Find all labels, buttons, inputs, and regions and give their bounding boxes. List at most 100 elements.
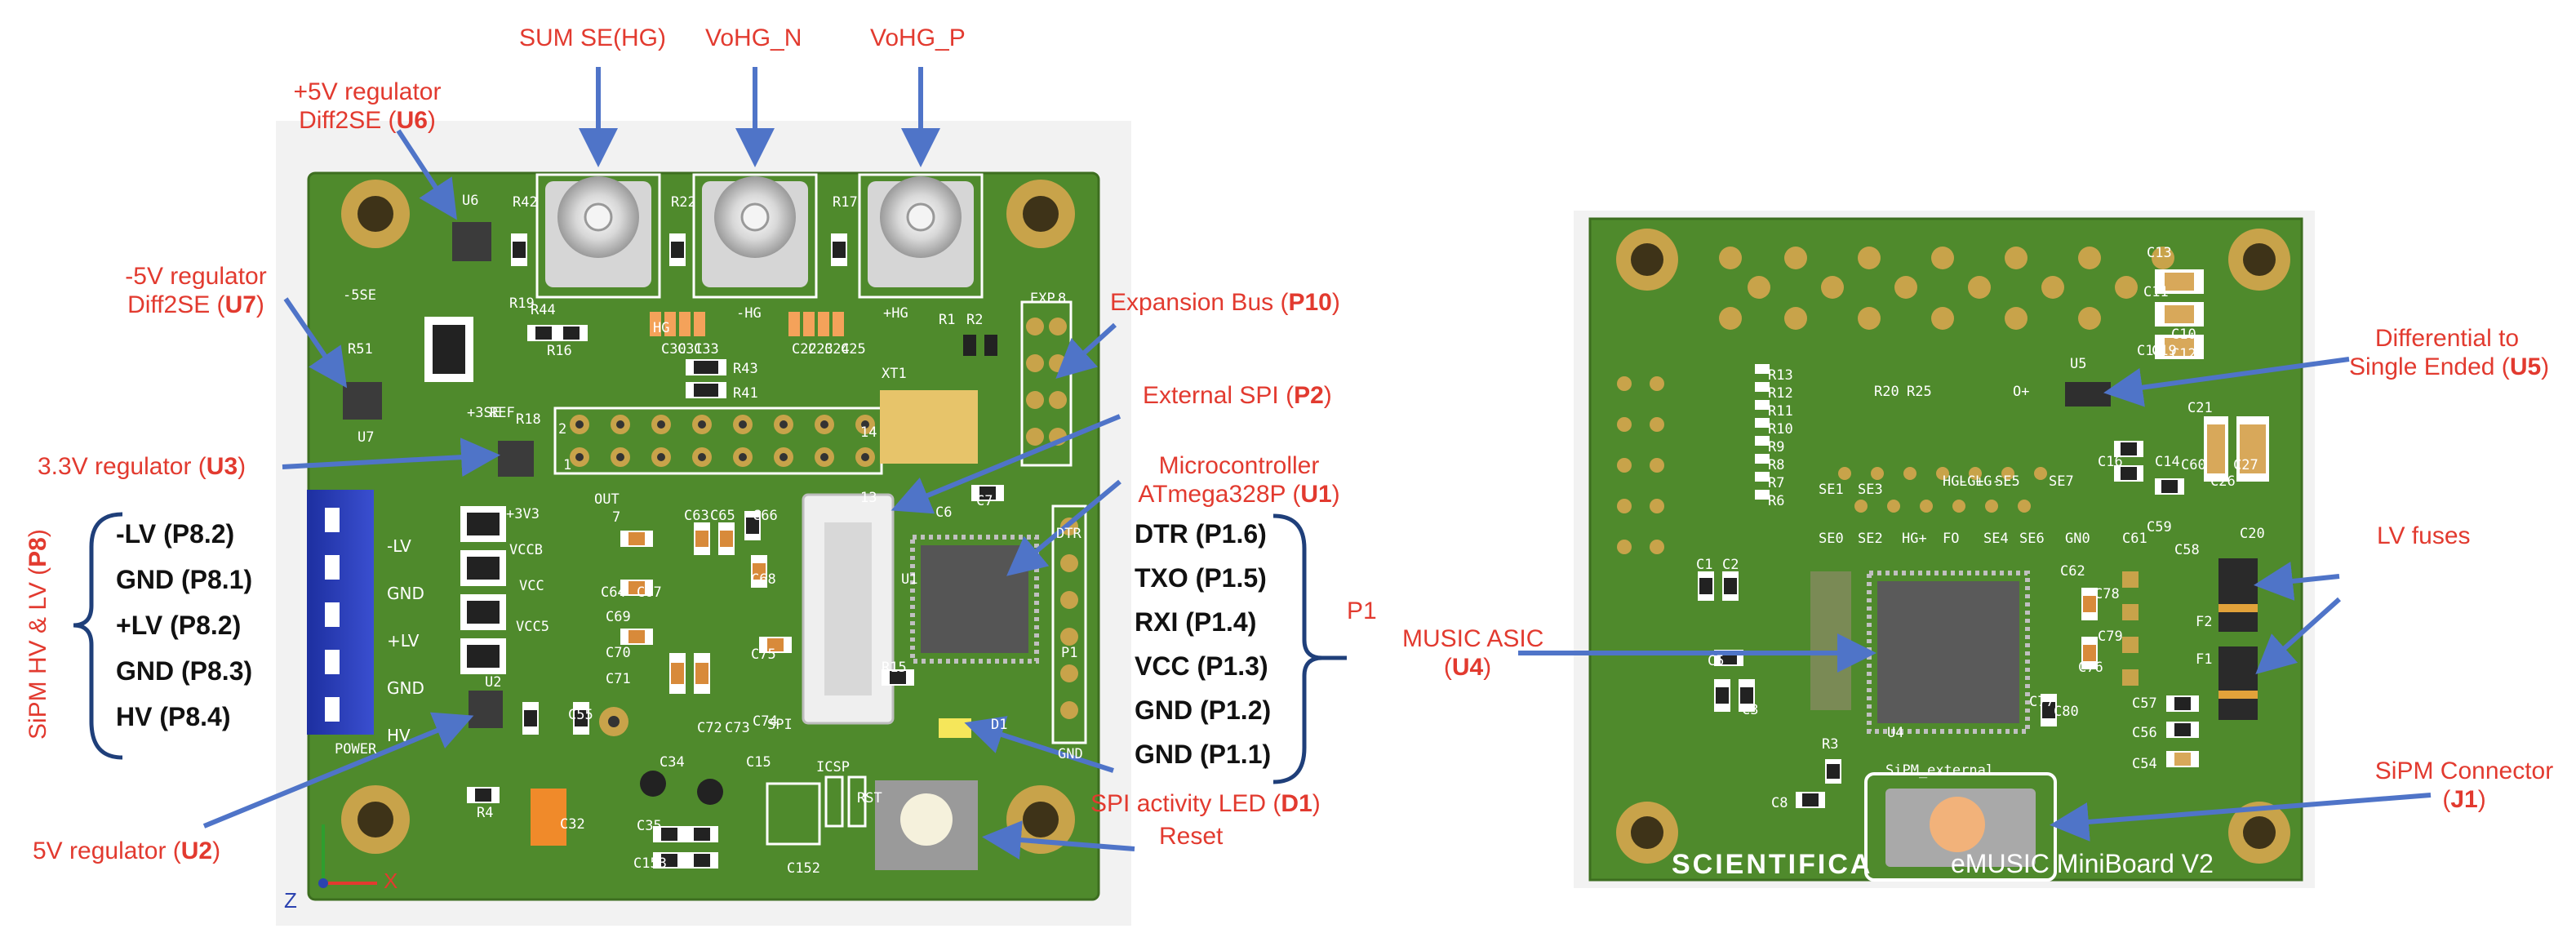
- silk-ref: 14: [860, 424, 877, 441]
- sipm-connector: [1864, 772, 2057, 882]
- silk-ref: R17: [833, 194, 858, 211]
- callout-p8-ref: P8: [24, 537, 51, 567]
- silk-ref: R8: [1768, 457, 1785, 473]
- silk-ref: SE3: [1858, 482, 1883, 498]
- callout-u6-ref: U6: [396, 106, 428, 134]
- silk-ref: +3SE: [467, 405, 500, 421]
- silk-ref: SE1: [1819, 482, 1844, 498]
- callout-u3: 3.3V regulator (U3): [38, 453, 246, 482]
- p1-pin: GND (P1.1): [1135, 740, 1272, 769]
- silk-ref: C54: [2132, 756, 2157, 772]
- silk-ref: C19: [2152, 343, 2177, 359]
- silk-ref: R18: [516, 411, 541, 428]
- callout-p2-ref: P2: [1294, 382, 1324, 409]
- silk-ref: -HG: [736, 305, 762, 322]
- callout-u3-ref: U3: [206, 453, 238, 480]
- silk-ref: C27: [2233, 457, 2258, 473]
- callout-close: ): [1483, 653, 1492, 681]
- callout-d1-text: SPI activity LED (: [1090, 790, 1281, 817]
- silk-ref: C62: [2060, 563, 2085, 580]
- callout-p2-text: External SPI (: [1143, 382, 1295, 409]
- silk-ref: SiPM_external: [1885, 762, 1995, 779]
- power-connector-labels: -LV GND +LV GND HV: [387, 522, 424, 759]
- silk-ref: C16: [2098, 454, 2123, 470]
- silk-ref: C30: [661, 341, 686, 358]
- callout-u1-line1: Microcontroller: [1158, 452, 1320, 479]
- silk-ref: R7: [1768, 475, 1785, 491]
- silk-ref: 8: [1058, 291, 1067, 307]
- callout-close: ): [255, 291, 264, 318]
- callout-close: ): [1331, 289, 1340, 316]
- axis-x-label: X: [384, 869, 398, 893]
- silk-ref: C79: [2098, 629, 2123, 645]
- silk-ref: C70: [606, 645, 631, 661]
- silk-ref: C6: [935, 504, 953, 521]
- silk-ref: U2: [485, 674, 502, 691]
- power-connector-label: +LV: [387, 631, 420, 651]
- silk-ref: C15: [746, 754, 771, 771]
- callout-lv-fuses: LV fuses: [2377, 522, 2471, 549]
- silk-ref: C152: [787, 860, 820, 877]
- silk-ref: C11: [2143, 284, 2169, 300]
- power-connector: [307, 490, 374, 735]
- microcontroller-chip: [910, 535, 1039, 664]
- silk-ref: C13: [2147, 245, 2172, 261]
- silk-ref: OUT: [594, 491, 620, 508]
- p8-pin: GND (P8.3): [116, 656, 253, 686]
- callout-u7: -5V regulator Diff2SE (U7): [114, 263, 278, 319]
- callout-arrows: [202, 67, 2432, 860]
- silk-ref: R6: [1768, 493, 1785, 509]
- silk-ref: VCC: [519, 578, 544, 594]
- silk-ref: GND: [1058, 746, 1083, 762]
- callout-u1-ref: U1: [1300, 480, 1332, 508]
- callout-reset: Reset: [1159, 823, 1224, 850]
- silk-ref: C24: [824, 341, 850, 358]
- silk-ref: REF: [490, 405, 515, 421]
- silk-ref: 2: [558, 421, 567, 438]
- callout-u3-text: 3.3V regulator (: [38, 453, 207, 480]
- sma-connector: [535, 173, 984, 299]
- silk-ref: C80: [2054, 704, 2079, 720]
- callout-u5: Differential to Single Ended (U5): [2349, 325, 2549, 381]
- mounting-hole: [1616, 229, 2290, 864]
- p1-pin: VCC (P1.3): [1135, 651, 1268, 681]
- p8-pin-list: -LV (P8.2) GND (P8.1) +LV (P8.2) GND (P8…: [116, 519, 252, 748]
- silk-ref: C32: [560, 816, 585, 833]
- callout-j1-line1: SiPM Connector: [2374, 758, 2554, 784]
- callout-close: ): [24, 529, 51, 538]
- callout-close: ): [2541, 353, 2550, 380]
- p8-pin: GND (P8.1): [116, 565, 253, 594]
- silk-ref: C64: [601, 584, 626, 601]
- callout-u5-line1: Differential to: [2374, 325, 2520, 352]
- axis-z-label: Z: [284, 888, 297, 913]
- silk-ref: O+: [2013, 384, 2030, 400]
- callout-u4-line2: (: [1443, 653, 1452, 681]
- silk-ref: R9: [1768, 439, 1785, 455]
- silk-ref: C77: [2029, 694, 2054, 710]
- silk-ref: XT1: [882, 366, 907, 382]
- silk-ref: RST: [857, 790, 882, 806]
- silk-ref: C74: [753, 713, 778, 730]
- silk-ref: C60: [2181, 457, 2206, 473]
- silk-ref: C20: [2240, 526, 2265, 542]
- silk-ref: R20: [1874, 384, 1899, 400]
- silk-ref: R41: [733, 385, 758, 402]
- silk-ref: GN0: [2065, 531, 2090, 547]
- silk-ref: C78: [2094, 586, 2120, 602]
- silk-ref: C26: [2210, 473, 2236, 490]
- silk-ref: C8: [1771, 795, 1788, 811]
- silk-ref: C1: [1696, 557, 1713, 573]
- silk-ref: C61: [2122, 531, 2147, 547]
- callout-j1-ref: J1: [2450, 785, 2478, 813]
- resistor-array: [1755, 364, 1770, 500]
- silk-ref: FO: [1943, 531, 1960, 547]
- callout-u4: MUSIC ASIC (U4): [1402, 625, 1543, 682]
- callout-p8-text: SiPM HV & LV (: [24, 566, 51, 740]
- silk-ref: R4: [477, 805, 494, 821]
- silk-ref: F1: [2196, 651, 2213, 668]
- silk-ref: VCCB: [509, 542, 543, 558]
- power-connector-label: GND: [387, 584, 424, 603]
- silk-ref: C10: [2171, 327, 2196, 343]
- passive-components: [1698, 269, 2269, 808]
- silk-ref: 13: [860, 490, 877, 506]
